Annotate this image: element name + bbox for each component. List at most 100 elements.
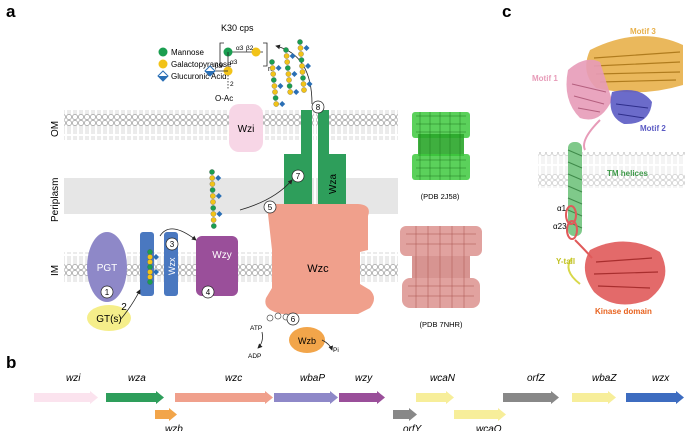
wzb-protein	[289, 327, 325, 353]
sugar-residue	[305, 63, 311, 69]
linker-loop	[583, 119, 601, 151]
wzy-label: Wzy	[212, 250, 231, 261]
svg-text:β2: β2	[246, 45, 254, 52]
sugar-residue	[209, 187, 216, 193]
sugar-residue	[209, 181, 216, 187]
alpha1-label: α1	[557, 204, 567, 213]
gene-arrow-orfY	[393, 408, 417, 421]
gene-label-wzc: wzc	[225, 373, 242, 384]
sugar-residue	[147, 249, 153, 255]
step-4: 4	[206, 288, 211, 297]
pgt-label: PGT	[97, 263, 118, 274]
sugar-residue	[215, 193, 222, 199]
sugar-residue	[283, 47, 289, 53]
sugar-residue	[216, 211, 223, 217]
gene-label-orfY: orfY	[403, 424, 423, 431]
tm-helices	[567, 142, 583, 236]
panel-label-c: c	[502, 2, 511, 21]
ytail-label: Y-tail	[556, 257, 575, 266]
sugar-residue	[211, 223, 217, 229]
sugar-residue	[147, 279, 153, 285]
glucuronic-acid-residue	[204, 65, 216, 77]
legend-glucuronic-acid-label: Glucuronic Acid	[171, 72, 227, 81]
sugar-residue	[301, 87, 307, 93]
motif2-domain	[610, 89, 652, 125]
sugar-residue	[298, 57, 305, 63]
sugar-residue	[210, 205, 216, 211]
motif3-domain	[586, 36, 683, 93]
sugar-residue	[275, 65, 282, 71]
sugar-residue	[210, 211, 217, 217]
step-markers: 1 2 3 4 5 6 7 8	[100, 100, 325, 326]
legend-mannose-label: Mannose	[171, 48, 204, 57]
wzi-protein	[229, 104, 263, 152]
motif1-domain	[566, 59, 612, 120]
gene-arrow-wzy	[339, 391, 385, 404]
step-2: 2	[121, 302, 127, 313]
adp-label: ADP	[248, 353, 261, 360]
gene-label-wzy: wzy	[355, 373, 373, 384]
svg-text:α3: α3	[236, 45, 244, 52]
mannose-icon	[158, 47, 168, 57]
gene-label-wcaN: wcaN	[430, 373, 456, 384]
wza-structure-image	[412, 112, 470, 180]
sugar-residue	[298, 51, 304, 57]
sugar-residue	[277, 83, 284, 89]
gene-arrow-orfZ	[503, 391, 559, 404]
gene-arrow-wbaP	[274, 391, 338, 404]
wza-protein	[284, 110, 346, 214]
gene-label-wzx: wzx	[652, 373, 670, 384]
galactopyranose-icon	[158, 59, 168, 69]
im-label: IM	[50, 265, 61, 276]
gene-arrow-wzx	[626, 391, 684, 404]
sugar-residue	[147, 274, 153, 280]
sugar-residue	[273, 101, 279, 107]
sugar-residue	[209, 169, 215, 175]
sugar-residue	[306, 81, 313, 87]
flow-arrow	[239, 179, 293, 211]
wza-label: Wza	[328, 174, 339, 194]
gene-arrow-wza	[106, 391, 164, 404]
gene-label-wbaP: wbaP	[300, 373, 325, 384]
wza-pdb-label: (PDB 2J58)	[421, 192, 460, 201]
svg-text:2: 2	[230, 81, 234, 88]
sugar-residue	[300, 75, 306, 81]
step-1: 1	[105, 288, 110, 297]
sugar-residue	[297, 39, 303, 45]
sugar-residue	[153, 254, 159, 260]
pi-label: Pi	[333, 347, 339, 354]
sugar-residue	[297, 45, 304, 51]
wzy-protein	[196, 236, 238, 296]
motif3-label: Motif 3	[630, 27, 656, 36]
sugar-residue	[283, 53, 290, 59]
gene-arrow-wcaN	[416, 391, 454, 404]
wzc-protein	[265, 204, 374, 314]
gene-arrow-wzb	[155, 408, 177, 421]
sugar-residue	[210, 193, 216, 199]
gene-arrow-wzc	[175, 391, 273, 404]
gene-label-orfZ: orfZ	[527, 373, 546, 384]
gene-label-wcaO: wcaO	[476, 424, 502, 431]
gene-label-wbaZ: wbaZ	[592, 373, 617, 384]
sugar-residue	[269, 59, 275, 65]
sugar-residue	[271, 77, 277, 83]
svg-text:β3: β3	[215, 63, 223, 70]
flow-arrow	[159, 228, 197, 241]
step-3: 3	[170, 240, 175, 249]
sugar-residue	[271, 83, 278, 89]
wzi-label: Wzi	[238, 124, 255, 135]
panel-label-b: b	[6, 353, 16, 372]
sugar-residue	[147, 259, 153, 265]
gene-arrow-wcaO	[454, 408, 506, 421]
sugar-residue	[272, 95, 279, 101]
y-tail-strand	[567, 257, 581, 285]
svg-text:α3: α3	[230, 59, 238, 66]
step-8: 8	[316, 103, 321, 112]
sugar-residue	[215, 175, 222, 181]
k30-repeat-unit: K30 cps α3 β2 α3 β3 2 n O-Ac	[204, 23, 272, 103]
wzc-pdb-label: (PDB 7NHR)	[420, 320, 463, 329]
membrane-outline	[538, 152, 685, 188]
tm-helices-label: TM helices	[607, 169, 648, 178]
step-7: 7	[296, 172, 301, 181]
